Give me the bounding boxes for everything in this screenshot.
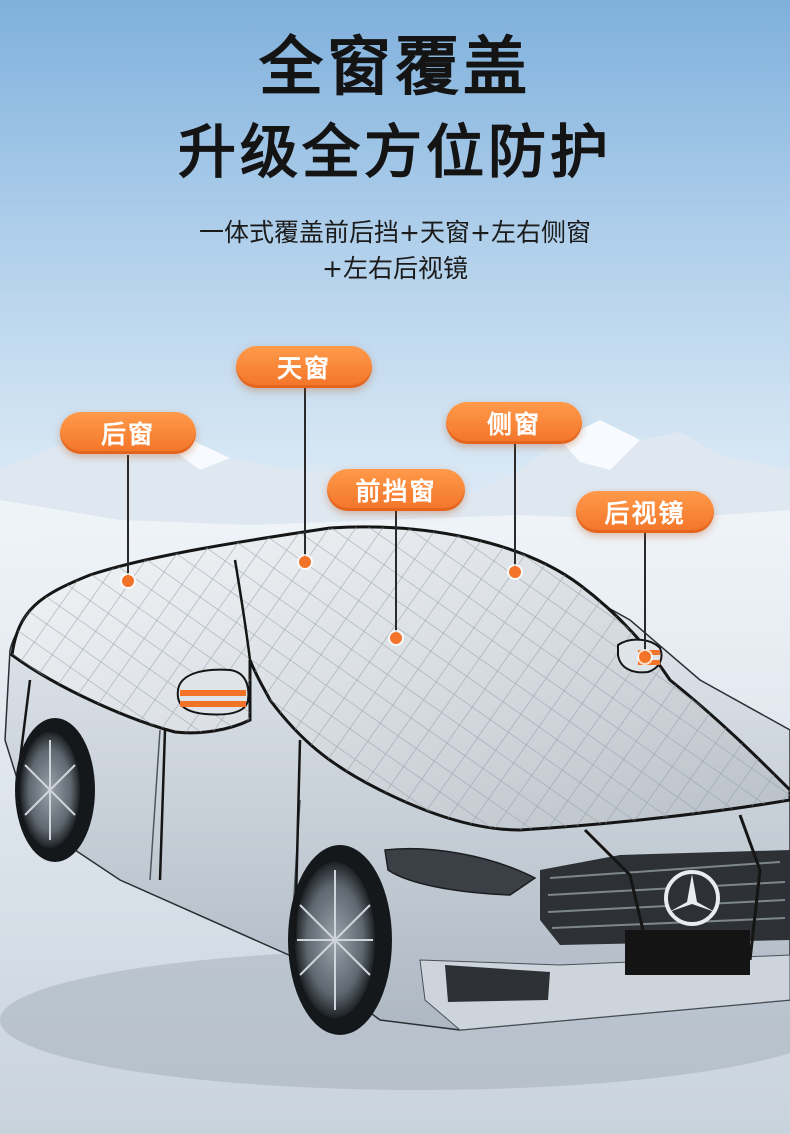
windshield-marker — [390, 632, 402, 644]
side-window-leader — [514, 444, 516, 570]
wheels — [15, 718, 392, 1035]
rear-window-callout: 后窗 — [60, 412, 196, 454]
side-window-callout: 侧窗 — [446, 402, 582, 444]
subtitle-line-2: +左右后视镜 — [322, 254, 468, 283]
mirror-marker — [639, 651, 651, 663]
sunroof-leader — [304, 388, 306, 558]
headline-line-2: 升级全方位防护 — [177, 118, 612, 186]
mirror-callout: 后视镜 — [576, 491, 714, 533]
headline-line-1: 全窗覆盖 — [259, 31, 531, 105]
windshield-leader — [395, 510, 397, 635]
subtitle-line-1: 一体式覆盖前后挡+天窗+左右侧窗 — [199, 218, 591, 247]
rear-window-leader — [127, 455, 129, 578]
side-window-marker — [509, 566, 521, 578]
quilted-cover — [10, 525, 790, 975]
sunroof-callout: 天窗 — [236, 346, 372, 388]
mirror-leader — [644, 533, 646, 655]
rear-window-marker — [122, 575, 134, 587]
windshield-callout: 前挡窗 — [327, 469, 465, 511]
sunroof-marker — [299, 556, 311, 568]
